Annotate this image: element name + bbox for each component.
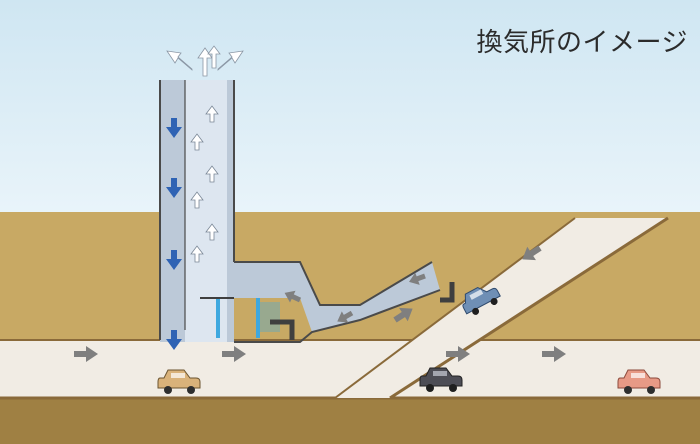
white-up-arrow-icon bbox=[190, 191, 204, 209]
diagram-caption: 換気所のイメージ bbox=[476, 28, 688, 58]
blue-down-arrow-icon bbox=[166, 178, 182, 198]
car-icon bbox=[157, 369, 201, 394]
duct-airflow-arrow-icon bbox=[337, 310, 354, 323]
car-icon bbox=[617, 369, 661, 394]
gray-right-arrow-icon bbox=[222, 346, 246, 362]
white-up-arrow-icon bbox=[205, 223, 219, 241]
duct-lower-wall bbox=[234, 289, 441, 343]
ramp-tunnel bbox=[335, 218, 668, 398]
fan-housing bbox=[258, 302, 280, 332]
gray-ramp-arrow-icon bbox=[393, 307, 413, 323]
duct-airflow-arrow-icon bbox=[409, 272, 426, 285]
duct-upper-wall bbox=[234, 261, 433, 306]
white-up-arrow-icon bbox=[190, 133, 204, 151]
white-up-arrow-icon bbox=[205, 105, 219, 123]
exhaust-outlet-arrows-icon bbox=[166, 45, 244, 77]
jet-fan-left bbox=[216, 298, 220, 338]
car-icon bbox=[419, 367, 463, 392]
gray-right-arrow-icon bbox=[74, 346, 98, 362]
jet-fan-right bbox=[256, 298, 260, 338]
damper-ramp bbox=[440, 282, 455, 303]
connecting-duct bbox=[234, 262, 440, 332]
blue-down-arrow-icon bbox=[166, 330, 182, 350]
white-up-arrow-icon bbox=[205, 165, 219, 183]
duct-airflow-arrow-icon bbox=[284, 290, 302, 303]
gray-right-arrow-icon bbox=[446, 346, 470, 362]
sky bbox=[0, 0, 700, 215]
blue-down-arrow-icon bbox=[166, 250, 182, 270]
gray-right-arrow-icon bbox=[542, 346, 566, 362]
gray-ramp-arrow-icon bbox=[522, 245, 542, 261]
damper-bottom bbox=[270, 319, 295, 340]
car-icon bbox=[462, 287, 501, 315]
ground-lower bbox=[0, 398, 700, 444]
white-up-arrow-icon bbox=[190, 245, 204, 263]
blue-down-arrow-icon bbox=[166, 118, 182, 138]
exhaust-duct bbox=[185, 80, 227, 342]
